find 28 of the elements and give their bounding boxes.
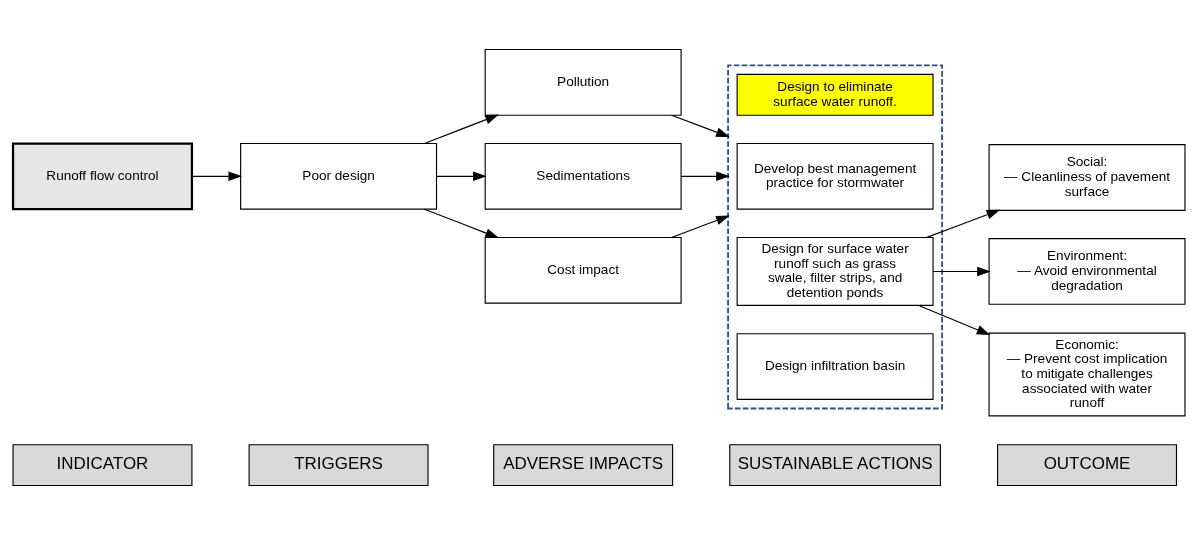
node-box: Sedimentations bbox=[484, 142, 682, 210]
node-box: Economic: — Prevent cost implication to mitigate challenges associated with water runoff bbox=[988, 332, 1186, 416]
node-box: Pollution bbox=[484, 48, 682, 116]
node-box: ADVERSE IMPACTS bbox=[493, 443, 674, 486]
node-box: Design for surface water runoff such as grass swale, filter strips, and detention ponds bbox=[736, 236, 934, 306]
arrow bbox=[671, 114, 730, 137]
cluster bbox=[727, 63, 943, 409]
arrow bbox=[926, 209, 1001, 238]
node-box: Develop best management practice for stormwater bbox=[736, 142, 934, 210]
arrow bbox=[671, 215, 730, 238]
node-box: Environment: — Avoid environmental degradation bbox=[988, 237, 1186, 305]
arrow bbox=[191, 171, 243, 181]
arrow bbox=[435, 171, 487, 181]
node-box: Runoff flow control bbox=[11, 141, 194, 210]
arrow bbox=[680, 171, 730, 181]
node-box: Design to eliminate surface water runoff. bbox=[736, 73, 934, 116]
arrow bbox=[932, 266, 991, 276]
node-box: Social: — Cleanliness of pavement surface bbox=[988, 143, 1186, 211]
node-box: OUTCOME bbox=[997, 443, 1178, 486]
node-box: TRIGGERS bbox=[248, 443, 429, 486]
node-box: INDICATOR bbox=[12, 443, 193, 486]
node-box: SUSTAINABLE ACTIONS bbox=[729, 443, 941, 486]
arrow bbox=[918, 304, 991, 335]
node-box: Poor design bbox=[240, 142, 438, 210]
node-box: Design infiltration basin bbox=[736, 332, 934, 400]
arrow bbox=[423, 114, 499, 144]
arrow bbox=[423, 208, 499, 238]
node-box: Cost impact bbox=[484, 236, 682, 304]
